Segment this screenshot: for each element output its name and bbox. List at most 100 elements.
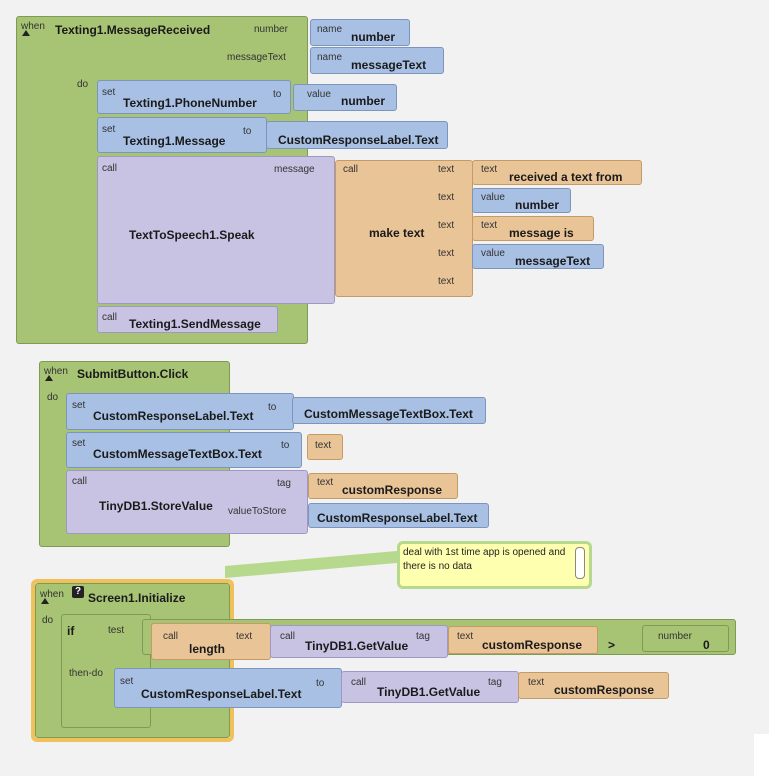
name-number-block[interactable] [310,19,410,46]
do-label: do [77,79,89,90]
to-label: to [243,126,252,137]
text-literal-value: message is [509,226,574,240]
make-text-socket-label: text [438,248,455,259]
to-label: to [268,402,277,413]
text-label: text [481,164,498,175]
speak-call-block[interactable] [97,156,335,304]
help-icon[interactable]: ? [72,586,84,598]
if-label: if [67,624,75,638]
call-label: call [351,677,367,688]
name-number-value: number [351,30,396,44]
text-literal-block[interactable] [472,216,594,241]
value-number: number [341,94,386,108]
value-number: number [515,198,560,212]
text-label: text [315,440,332,451]
speak-call-name: TextToSpeech1.Speak [129,228,255,242]
set-custommessagetextbox-prop: CustomMessageTextBox.Text [93,447,262,461]
when-label: when [21,21,45,32]
text-literal-block[interactable] [448,626,598,654]
when-label: when [40,589,64,600]
make-text-socket-label: text [438,220,455,231]
call-label: call [280,631,296,642]
number-literal-block[interactable] [642,625,729,652]
then-do-label: then-do [69,668,103,679]
text-literal-block[interactable] [308,473,458,499]
call-label: call [72,476,88,487]
getvalue-call-block[interactable] [341,671,519,703]
set-label: set [72,400,86,411]
set-custommessagetextbox-block[interactable] [66,432,302,468]
text-literal-block[interactable] [518,672,669,699]
when-label: when [44,366,68,377]
customresponselabel-text-getter[interactable] [308,503,489,528]
value-messagetext: messageText [515,254,591,268]
tag-label: tag [488,677,502,688]
greater-than-operator[interactable]: > [608,638,616,652]
number-label: number [658,631,692,642]
comment-bubble[interactable] [397,541,592,589]
set-label: set [72,438,86,449]
text-literal-value: received a text from [509,170,623,184]
name-messagetext-value: messageText [351,58,427,72]
set-message-block[interactable] [97,117,267,153]
make-text-socket-label: text [438,276,455,287]
call-label: call [343,164,359,175]
event-title: SubmitButton.Click [77,367,189,381]
storevalue-call-block[interactable] [66,470,308,534]
collapse-triangle-icon[interactable] [41,598,49,604]
do-label: do [47,392,59,403]
custommessagetextbox-text-getter[interactable] [292,397,486,424]
tag-value: customResponse [342,483,443,497]
param-messagetext-label: messageText [227,52,286,63]
storevalue-call-name: TinyDB1.StoreValue [99,499,213,513]
set-phonenumber-prop: Texting1.PhoneNumber [123,96,257,110]
make-text-block[interactable] [335,160,473,297]
param-number-label: number [254,24,288,35]
value-label: value [481,248,505,259]
comment-resize-handle[interactable] [575,547,585,579]
value-messagetext-block[interactable] [472,244,604,269]
set-phonenumber-block[interactable] [97,80,291,114]
collapse-triangle-icon[interactable] [45,375,53,381]
text-label: text [528,677,545,688]
test-label: test [108,625,125,636]
customresponselabel-text-getter[interactable] [266,121,448,149]
comment-text: deal with 1st time app is opened and the… [403,547,566,572]
make-text-name: make text [369,226,425,240]
custommessagetextbox-text: CustomMessageTextBox.Text [304,407,473,421]
text-label: text [457,631,474,642]
value-number-block[interactable] [472,188,571,213]
to-label: to [316,678,325,689]
do-label: do [42,615,54,626]
sendmessage-call-block[interactable] [97,306,278,333]
valuetostore-value: CustomResponseLabel.Text [317,511,478,525]
sendmessage-call-name: Texting1.SendMessage [129,317,261,331]
set-message-prop: Texting1.Message [123,134,226,148]
getvalue-name: TinyDB1.GetValue [305,639,409,653]
collapse-triangle-icon[interactable] [22,30,30,36]
value-label: value [481,192,505,203]
set-customresponselabel-prop: CustomResponseLabel.Text [141,687,302,701]
call-label: call [163,631,179,642]
name-messagetext-block[interactable] [310,47,444,74]
length-name: length [189,642,225,656]
getvalue-call-block[interactable] [270,625,448,658]
event-title: Texting1.MessageReceived [55,23,211,37]
value-number-block[interactable] [293,84,397,111]
length-call-block[interactable] [151,623,271,660]
set-customresponselabel-block[interactable] [114,668,342,708]
selected-block-highlight [31,579,234,742]
to-label: to [281,440,290,451]
text-label: text [317,477,334,488]
number-value: 0 [703,638,710,652]
set-customresponselabel-block[interactable] [66,393,294,430]
text-socket-label: text [236,631,253,642]
empty-text-block[interactable] [307,434,343,460]
canvas-corner-patch [754,734,769,776]
value-label: value [307,89,331,100]
text-literal-block[interactable] [472,160,642,185]
customresponselabel-text: CustomResponseLabel.Text [278,133,439,147]
tag-value: customResponse [554,683,655,697]
comment-connector [225,550,405,578]
call-label: call [102,312,118,323]
